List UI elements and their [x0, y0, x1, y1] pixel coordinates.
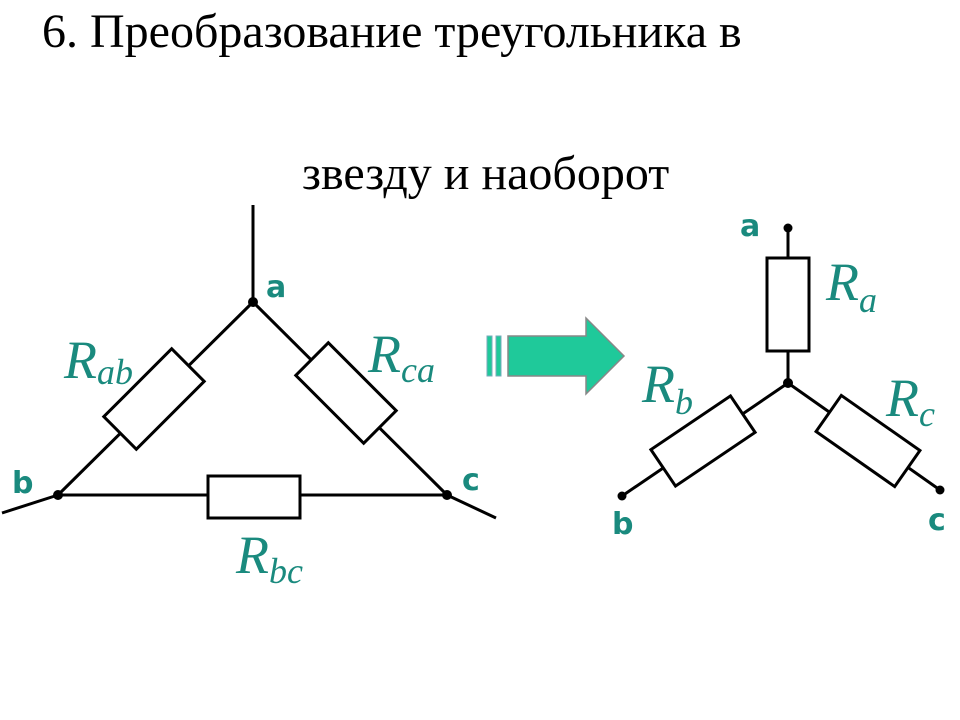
label-r-c: Rc: [885, 368, 935, 434]
label-r-ca: Rca: [367, 324, 435, 390]
resistor-a: [765, 256, 811, 353]
star-circuit: [621, 228, 941, 498]
delta-junctions: [53, 297, 452, 500]
page-title-line-2: звезду и наоборот: [302, 147, 670, 200]
delta-node-b-label: b: [12, 466, 33, 501]
arrow-body: [507, 316, 626, 396]
delta-node-c-label: c: [462, 463, 480, 498]
star-terminal-c: [935, 485, 945, 495]
star-center-dot: [783, 378, 793, 388]
resistor-ab: [101, 346, 207, 452]
label-r-b: Rb: [641, 354, 693, 422]
star-node-c-label: c: [928, 503, 946, 538]
junction-dot-c: [442, 490, 452, 500]
star-junctions: [617, 223, 945, 501]
resistor-bc: [206, 474, 302, 520]
junction-dot-a: [248, 297, 258, 307]
resistor-c: [813, 393, 923, 489]
label-r-ab: Rab: [63, 330, 133, 392]
resistor-b: [648, 393, 758, 489]
page-title-line-1: 6. Преобразование треугольника в: [42, 5, 742, 58]
star-node-b-label: b: [612, 507, 633, 542]
arrow-stripe-2: [495, 335, 502, 377]
star-terminal-a: [783, 223, 793, 233]
delta-lead-c: [446, 493, 497, 520]
delta-lead-b: [1, 493, 59, 515]
right-arrow-icon: [486, 316, 626, 396]
resistor-ca: [293, 340, 399, 446]
arrow-stripe-1: [486, 335, 493, 377]
label-r-a: Ra: [825, 252, 877, 320]
delta-node-a-label: a: [266, 270, 286, 305]
label-r-bc: Rbc: [235, 525, 303, 591]
delta-circuit: [1, 205, 497, 520]
star-node-a-label: a: [740, 209, 760, 244]
junction-dot-b: [53, 490, 63, 500]
star-terminal-b: [617, 491, 627, 501]
